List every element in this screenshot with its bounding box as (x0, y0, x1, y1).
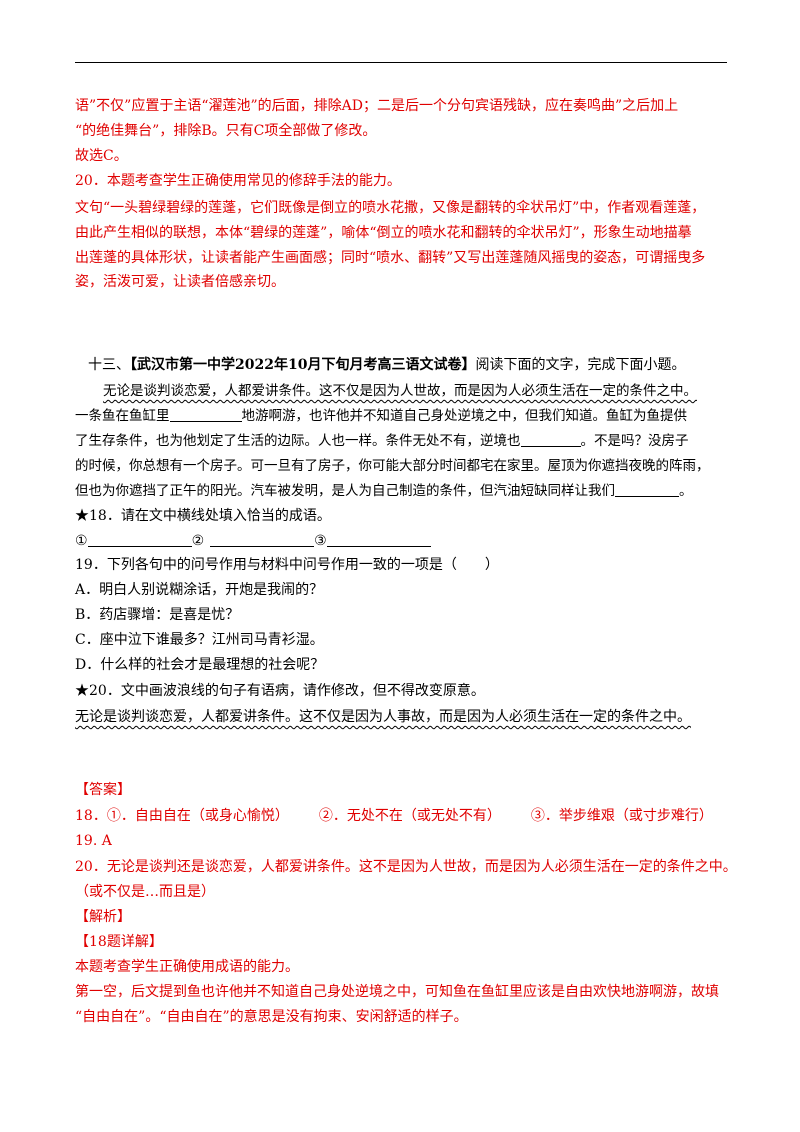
header-rule (75, 62, 727, 63)
prev-text-line: 语”不仅”应置于主语“濯莲池”的后面，排除AD；二是后一个分句宾语残缺，应在奏鸣… (75, 98, 679, 114)
detail-text: 第一空，后文提到鱼也许他并不知道自己身处逆境之中，可知鱼在鱼缸里应该是自由欢快地… (75, 984, 719, 1000)
marker-3: ③ (314, 533, 327, 549)
passage-line: 了生存条件，也为他划定了生活的边际。人也一样。条件无处不有，逆境也 。不是吗？没房… (75, 431, 689, 451)
answer-18-1: ①．自由自在（或身心愉悦） (106, 808, 289, 824)
answer-20-line: （或不仅是…而且是） (75, 884, 215, 900)
option-b: B．药店骤增：是喜是忧？ (75, 607, 240, 623)
option-a: A．明白人别说糊涂话，开炮是我闹的？ (75, 582, 324, 598)
wavy-sentence: 无论是谈判谈恋爱，人都爱讲条件。这不仅是因为人世故，而是因为人必须生活在一定的条… (103, 383, 697, 399)
passage-line: 的时候，你总想有一个房子。可一旦有了房子，你可能大部分时间都宅在家里。屋顶为你遮… (75, 458, 710, 474)
passage-line: 无论是谈判谈恋爱，人都爱讲条件。这不仅是因为人世故，而是因为人必须生活在一定的条… (103, 381, 697, 401)
marker-1: ① (75, 533, 88, 549)
answer-blank-3 (326, 532, 431, 547)
prev-text-line: 由此产生相似的联想，本体“碧绿的莲蓬”，喻体“倒立的喷水花和翻转的伞状吊灯”，形… (75, 225, 692, 241)
blank-1 (169, 407, 242, 422)
prev-text-line: 姿，活泼可爱，让读者倍感亲切。 (75, 274, 285, 290)
prev-text-line: “的绝佳舞台”，排除B。只有C项全部做了修改。 (75, 123, 377, 139)
section-number: 十三、 (88, 357, 130, 373)
question-19: 19．下列各句中的问号作用与材料中问号作用一致的一项是（ ） (75, 557, 499, 573)
passage-line: 但也为你遮挡了正午的阳光。汽车被发明，是人为自己制造的条件，但汽油短缺同样让我们… (75, 481, 693, 501)
answer-heading: 【答案】 (75, 782, 131, 798)
answer-18-2: ②．无处不在（或无处不有） (318, 808, 501, 824)
passage-line: 一条鱼在鱼缸里 地游啊游，也许他并不知道自己身处逆境之中，但我们知道。鱼缸为鱼提供 (75, 406, 687, 426)
answer-19: 19. A (75, 833, 112, 849)
passage-text: 。不是吗？没房子 (580, 433, 689, 449)
answer-blanks-row: ① ② ③ (75, 531, 431, 551)
answer-blank-2 (210, 532, 315, 547)
answer-18-3: ③．举步维艰（或寸步难行） (530, 808, 713, 824)
section-instruction: 阅读下面的文字，完成下面小题。 (475, 357, 686, 373)
question-18: ★18．请在文中横线处填入恰当的成语。 (75, 508, 331, 524)
section-heading: 十三、【武汉市第一中学2022年10月下旬月考高三语文试卷】阅读下面的文字，完成… (88, 355, 685, 375)
wavy-sentence: 无论是谈判谈恋爱，人都爱讲条件。这不仅是因为人事故，而是因为人必须生活在一定的条… (75, 709, 691, 725)
analysis-heading: 【解析】 (75, 909, 131, 925)
marker-2: ② (191, 533, 205, 549)
option-d: D．什么样的社会才是最理想的社会呢？ (75, 657, 325, 673)
blank-3 (615, 482, 679, 497)
detail-text: “自由自在”。“自由自在”的意思是没有拘束、安闲舒适的样子。 (75, 1009, 468, 1025)
prev-text-line: 20．本题考查学生正确使用常见的修辞手法的能力。 (75, 173, 401, 189)
prev-text-line: 故选C。 (75, 148, 128, 164)
answer-18: 18．①．自由自在（或身心愉悦） ②．无处不在（或无处不有） ③．举步维艰（或寸步难… (75, 806, 713, 826)
passage-text: 。 (679, 483, 693, 499)
answer-blank-1 (87, 532, 192, 547)
detail-18-heading: 【18题详解】 (75, 934, 163, 950)
detail-text: 本题考查学生正确使用成语的能力。 (75, 959, 299, 975)
option-c: C．座中泣下谁最多？江州司马青衫湿。 (75, 632, 324, 648)
answer-number: 18． (75, 808, 107, 824)
question-20: ★20．文中画波浪线的句子有语病，请作修改，但不得改变原意。 (75, 683, 485, 699)
question-20-sentence: 无论是谈判谈恋爱，人都爱讲条件。这不仅是因为人事故，而是因为人必须生活在一定的条… (75, 707, 691, 727)
passage-text: 但也为你遮挡了正午的阳光。汽车被发明，是人为自己制造的条件，但汽油短缺同样让我们 (75, 483, 615, 499)
section-source: 【武汉市第一中学2022年10月下旬月考高三语文试卷】 (130, 357, 476, 373)
answer-20-line: 20．无论是谈判还是谈恋爱，人都爱讲条件。这不是因为人世故，而是因为人必须生活在… (75, 859, 737, 875)
prev-text-line: 文句“一头碧绿碧绿的莲蓬，它们既像是倒立的喷水花撒，又像是翻转的伞状吊灯”中，作… (75, 200, 706, 216)
passage-text: 一条鱼在鱼缸里 (75, 408, 170, 424)
blank-2 (520, 432, 581, 447)
passage-text: 地游啊游，也许他并不知道自己身处逆境之中，但我们知道。鱼缸为鱼提供 (241, 408, 688, 424)
prev-text-line: 出莲蓬的具体形状，让读者能产生画面感；同时“喷水、翻转”又写出莲蓬随风摇曳的姿态… (75, 250, 706, 266)
passage-text: 了生存条件，也为他划定了生活的边际。人也一样。条件无处不有，逆境也 (75, 433, 521, 449)
